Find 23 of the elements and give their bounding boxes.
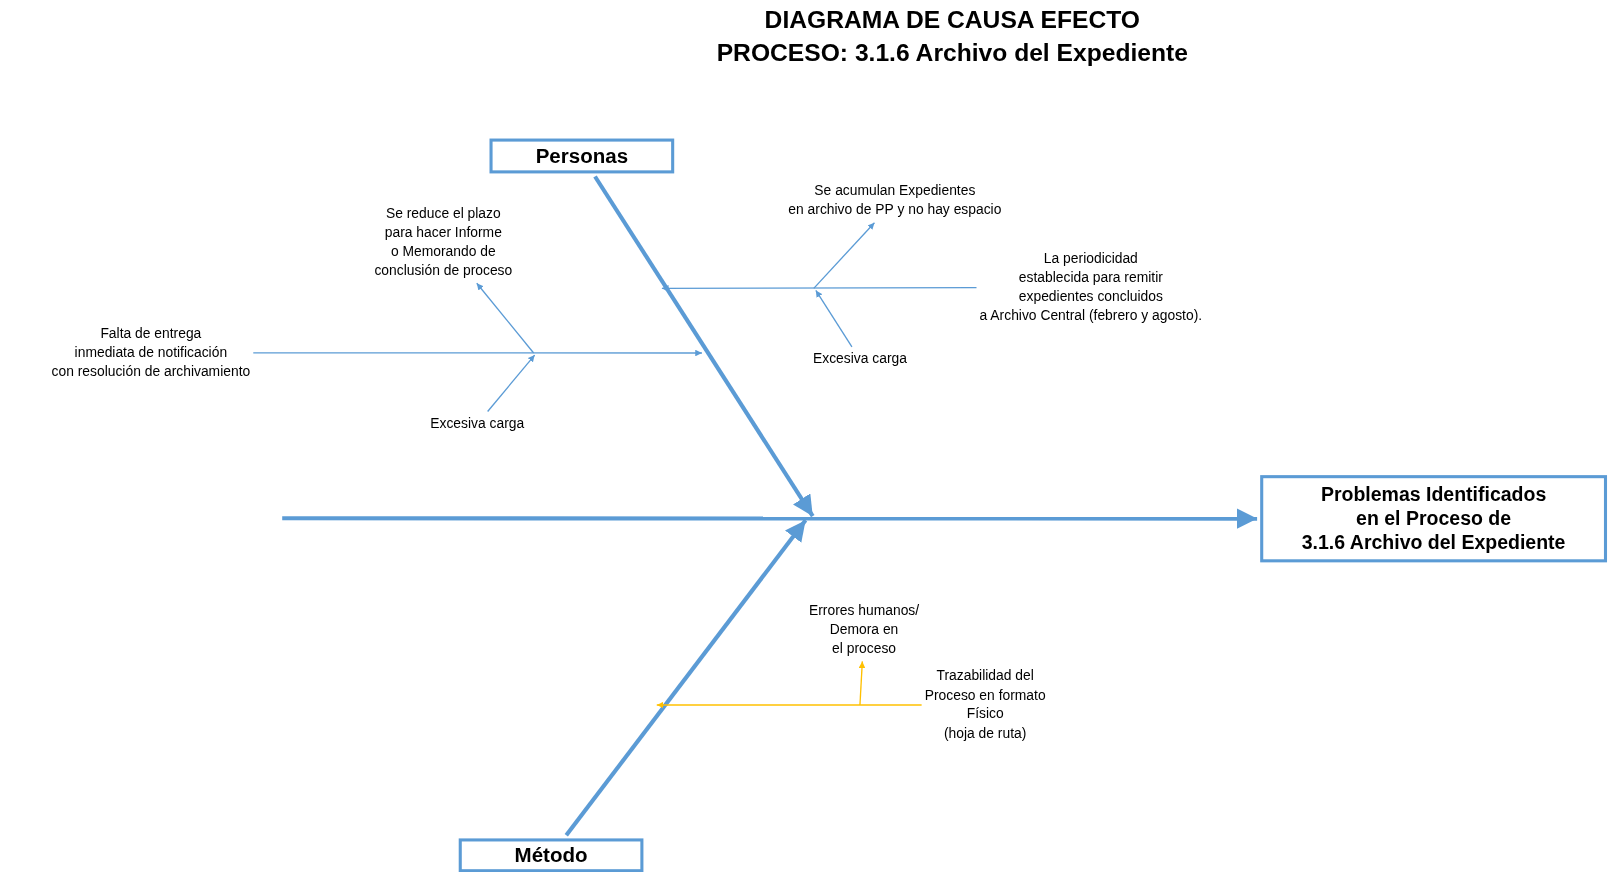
category-box: Personas — [489, 138, 675, 174]
cause-arrow — [656, 701, 923, 709]
cause-arrow — [858, 660, 866, 706]
cause-text: Excesiva carga — [813, 349, 907, 369]
cause-arrow — [476, 282, 535, 354]
cause-text: Falta de entrega inmediata de notificación con resolución de archivamiento — [51, 324, 251, 382]
cause-text: La periodicidad establecida para remitir expedientes concluidos a Archivo Central (febrero y agosto). — [979, 249, 1203, 326]
effect-box: Problemas Identificados en el Proceso de 3.1.6 Archivo del Expediente — [1260, 475, 1608, 563]
cause-text: Excesiva carga — [430, 414, 525, 434]
diagram-title: DIAGRAMA DE CAUSA EFECTO PROCESO: 3.1.6 Archivo del Expediente — [716, 4, 1188, 68]
cause-arrow — [813, 222, 876, 290]
cause-text: Se reduce el plazo para hacer Informe o Memorando de conclusión de proceso — [374, 204, 513, 281]
bone-arrow — [593, 175, 815, 518]
cause-text: Se acumulan Expedientes en archivo de PP y no hay espacio — [788, 181, 1002, 220]
cause-arrow — [487, 354, 536, 413]
category-box: Método — [458, 838, 644, 872]
cause-arrow — [661, 285, 978, 292]
cause-arrow — [252, 349, 703, 357]
cause-text: Trazabilidad del Proceso en formato Físico (hoja de ruta) — [924, 667, 1046, 743]
cause-arrow — [815, 289, 853, 348]
bone-arrow — [564, 519, 808, 837]
bone-arrow — [282, 508, 1258, 529]
cause-text: Errores humanos/ Demora en el proceso — [809, 601, 920, 659]
